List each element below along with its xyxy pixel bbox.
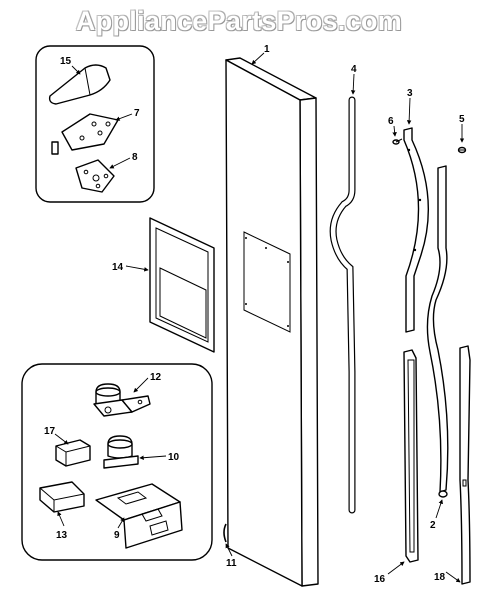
callout-12: 12	[150, 372, 162, 383]
callout-8: 8	[132, 152, 138, 163]
callout-7: 7	[134, 108, 140, 119]
callout-5: 5	[459, 114, 465, 125]
leader-lines	[54, 52, 465, 583]
part-hinge-pin-lower	[103, 435, 139, 469]
callout-15: 15	[60, 56, 72, 67]
part-trim-strip	[403, 349, 419, 563]
callout-11: 11	[226, 558, 237, 569]
callout-18: 18	[434, 572, 446, 583]
part-door-panel	[225, 57, 319, 587]
callout-2: 2	[430, 520, 436, 531]
callout-14: 14	[112, 262, 124, 273]
callout-9: 9	[114, 530, 120, 541]
part-handle	[403, 127, 430, 333]
part-bracket-small	[55, 439, 91, 467]
callout-13: 13	[56, 530, 68, 541]
watermark: AppliancePartsPros.com	[75, 6, 403, 36]
callout-10: 10	[168, 452, 180, 463]
part-top-hinge	[51, 113, 119, 155]
callout-16: 16	[374, 574, 386, 585]
part-screw-5	[457, 146, 467, 154]
inset-box-bottom	[21, 363, 213, 561]
callout-17: 17	[44, 426, 56, 437]
part-bracket-bottom	[39, 481, 85, 513]
part-trim-strip-long	[459, 345, 471, 585]
inset-box-top	[35, 45, 155, 203]
part-rod	[223, 523, 227, 543]
callout-4: 4	[351, 64, 357, 75]
callout-1: 1	[264, 44, 270, 55]
part-hinge-cover	[48, 64, 111, 105]
callout-6: 6	[388, 116, 394, 127]
part-handle-long	[426, 165, 449, 498]
part-door-gasket	[329, 96, 356, 514]
part-dispenser-trim	[149, 217, 215, 353]
part-hinge-shim	[75, 159, 115, 193]
part-bottom-hinge-plate	[95, 483, 183, 549]
part-hinge-pin-upper	[93, 383, 151, 417]
callout-3: 3	[407, 88, 413, 99]
part-screw-6	[392, 138, 403, 145]
